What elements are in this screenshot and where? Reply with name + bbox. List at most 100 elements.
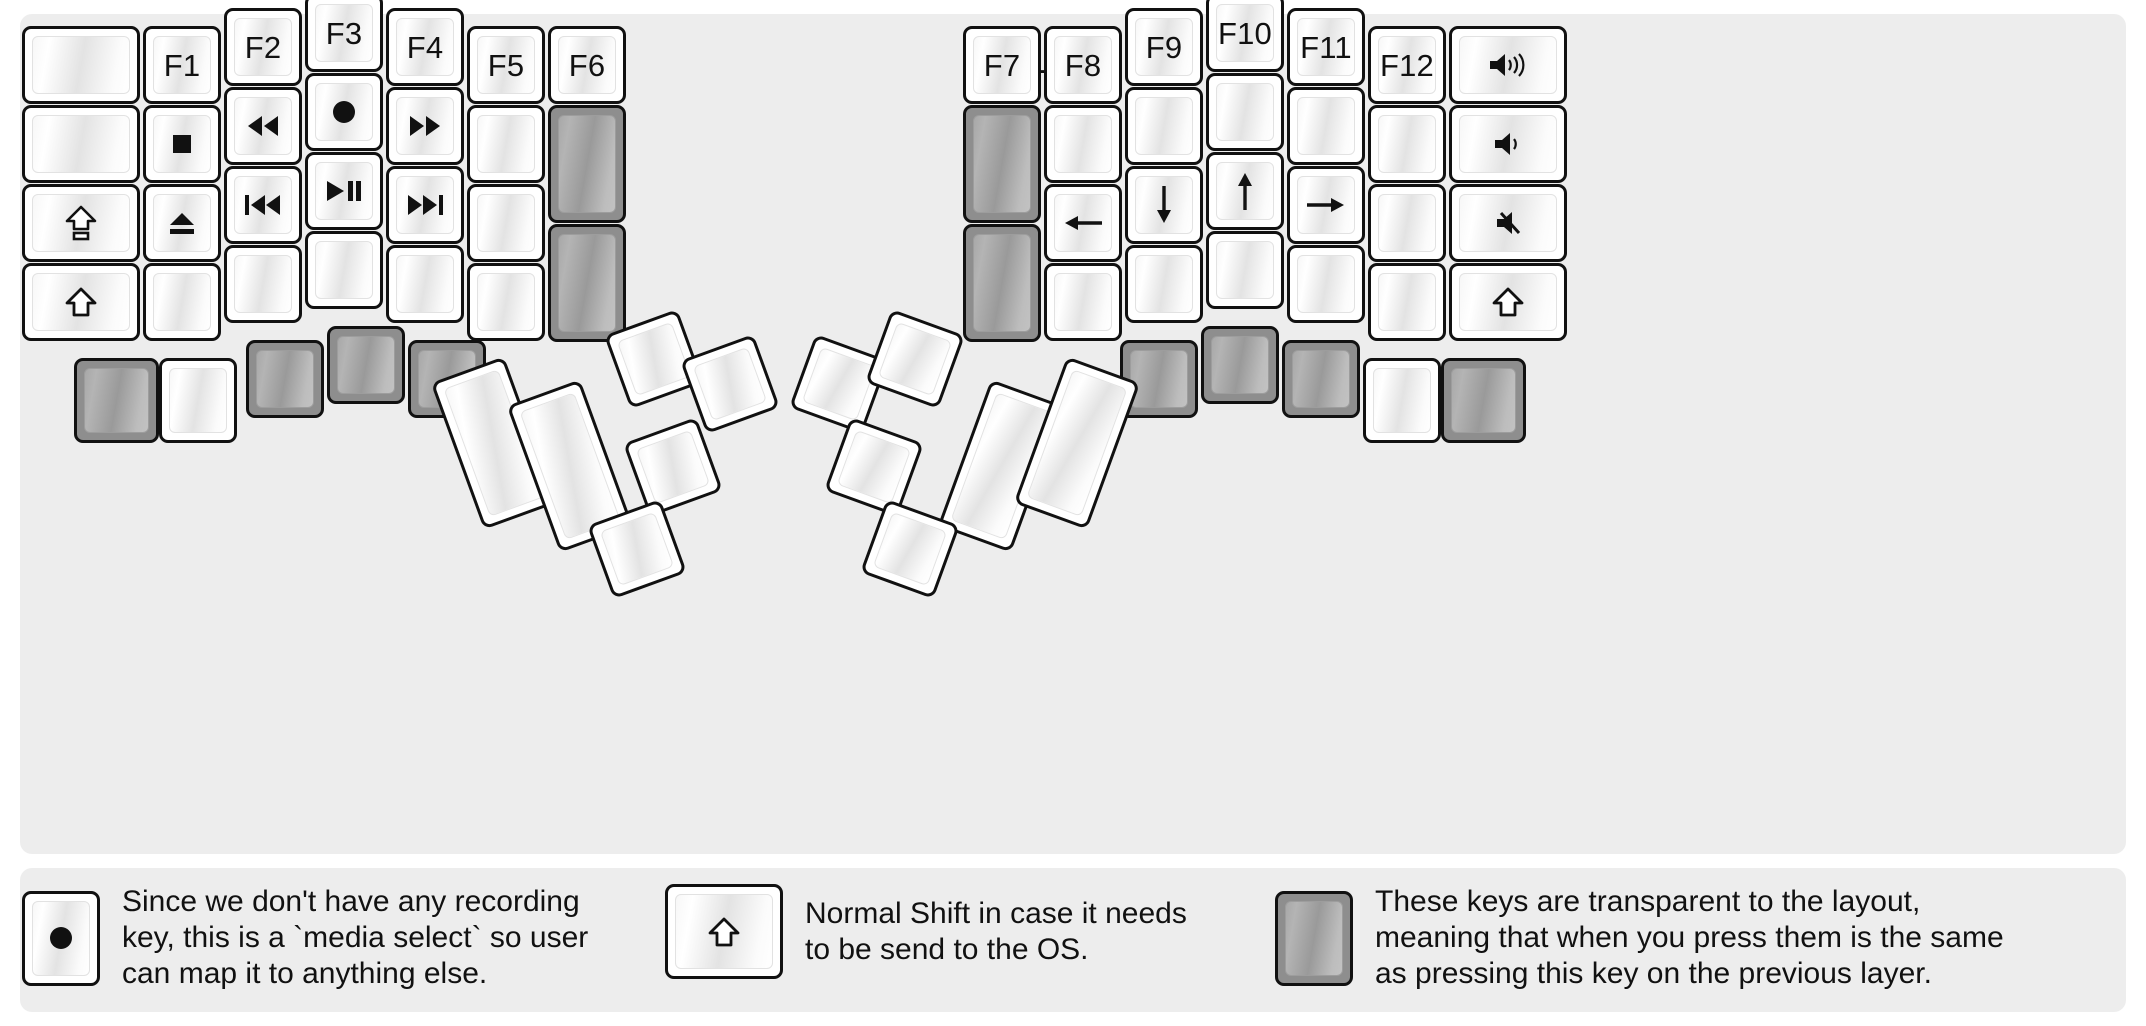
- col-ring-r-key-3[interactable]: [1206, 152, 1284, 230]
- keycap-face: [477, 194, 535, 252]
- col-ring-r-key-4[interactable]: [1206, 231, 1284, 309]
- col-index-inner-key-4[interactable]: [467, 263, 545, 341]
- keycap-face: [1373, 368, 1431, 433]
- keycap-face: [1211, 336, 1269, 394]
- col-pinky-key-4[interactable]: [143, 263, 221, 341]
- col-pinky-r-2-key-4[interactable]: [1368, 263, 1446, 341]
- col-index-inner-r-key-2[interactable]: [963, 105, 1041, 223]
- col-middle-r-key-4[interactable]: [1125, 245, 1203, 323]
- keycap-face: [1135, 97, 1193, 155]
- keycap-face: [169, 368, 227, 433]
- col-index-key-2[interactable]: [386, 87, 464, 165]
- keycap-face: [234, 176, 292, 234]
- col-inner-key-3[interactable]: [548, 224, 626, 342]
- keycap-face: [256, 350, 314, 408]
- keycap-face: [32, 36, 130, 94]
- keycap-face: [396, 176, 454, 234]
- keycap-face: [1297, 176, 1355, 234]
- col-pinky-outer-key-2[interactable]: [22, 105, 140, 183]
- col-pinky-outer-key-3[interactable]: [22, 184, 140, 262]
- col-ring-key-3[interactable]: [224, 166, 302, 244]
- col-middle-key-2[interactable]: [305, 73, 383, 151]
- keycap-face: [32, 115, 130, 173]
- left-bottom-1[interactable]: [74, 358, 159, 443]
- col-index-r-key-3[interactable]: [1044, 184, 1122, 262]
- col-pinky-outer-r-key-3[interactable]: [1449, 184, 1567, 262]
- legend-transparent-key[interactable]: [1275, 890, 1353, 986]
- col-index-key-4[interactable]: [386, 245, 464, 323]
- col-pinky-key-1[interactable]: F1: [143, 26, 221, 104]
- col-pinky-outer-r-key-4[interactable]: [1449, 263, 1567, 341]
- col-index-r-key-1[interactable]: F8: [1044, 26, 1122, 104]
- keycap-face: F11: [1297, 18, 1355, 76]
- key-label: F4: [406, 29, 444, 65]
- right-bottom-1[interactable]: [1120, 340, 1198, 418]
- col-inner-key-1[interactable]: F6: [548, 26, 626, 104]
- col-index-inner-key-1[interactable]: F5: [467, 26, 545, 104]
- keycap-face: [872, 511, 948, 587]
- media-fast-forward-icon: [405, 113, 445, 139]
- col-pinky-key-3[interactable]: [143, 184, 221, 262]
- keycap-face: [1135, 176, 1193, 234]
- col-ring-r-key-2[interactable]: [1206, 73, 1284, 151]
- col-middle-r-key-2[interactable]: [1125, 87, 1203, 165]
- keycap-face: [877, 321, 953, 397]
- keycap-face: [32, 273, 130, 331]
- left-bottom-2[interactable]: [159, 358, 237, 443]
- col-index-inner-r-key-1[interactable]: F7: [963, 26, 1041, 104]
- col-pinky-key-2[interactable]: [143, 105, 221, 183]
- left-bottom-3[interactable]: [246, 340, 324, 418]
- col-index-key-1[interactable]: F4: [386, 8, 464, 86]
- key-label: F9: [1145, 29, 1183, 65]
- keycap-face: [396, 97, 454, 155]
- col-pinky-r-key-1[interactable]: F11: [1287, 8, 1365, 86]
- col-index-inner-key-3[interactable]: [467, 184, 545, 262]
- col-ring-key-2[interactable]: [224, 87, 302, 165]
- keycap-face: [32, 194, 130, 252]
- col-pinky-r-key-2[interactable]: [1287, 87, 1365, 165]
- col-ring-key-4[interactable]: [224, 245, 302, 323]
- keycap-face: F10: [1216, 4, 1274, 62]
- right-bottom-4[interactable]: [1363, 358, 1441, 443]
- keycap-face: [477, 273, 535, 331]
- col-middle-key-3[interactable]: [305, 152, 383, 230]
- col-pinky-outer-r-key-1[interactable]: [1449, 26, 1567, 104]
- col-inner-key-2[interactable]: [548, 105, 626, 223]
- keycap-face: [1054, 194, 1112, 252]
- legend-normal-shift-key[interactable]: [665, 884, 783, 979]
- shift-arrow-icon: [1492, 286, 1524, 318]
- keycap-face: [1378, 194, 1436, 252]
- col-index-inner-r-key-3[interactable]: [963, 224, 1041, 342]
- keycap-face: [396, 255, 454, 313]
- legend-media-record-key[interactable]: [22, 890, 100, 986]
- col-index-r-key-2[interactable]: [1044, 105, 1122, 183]
- media-rewind-icon: [243, 113, 283, 139]
- right-bottom-5[interactable]: [1441, 358, 1526, 443]
- left-bottom-4[interactable]: [327, 326, 405, 404]
- col-ring-key-1[interactable]: F2: [224, 8, 302, 86]
- col-middle-key-1[interactable]: F3: [305, 0, 383, 72]
- keycap-face: [1451, 368, 1516, 433]
- right-bottom-3[interactable]: [1282, 340, 1360, 418]
- col-ring-r-key-1[interactable]: F10: [1206, 0, 1284, 72]
- col-pinky-r-2-key-3[interactable]: [1368, 184, 1446, 262]
- col-pinky-outer-key-1[interactable]: [22, 26, 140, 104]
- col-pinky-r-2-key-1[interactable]: F12: [1368, 26, 1446, 104]
- keycap-face: [315, 241, 373, 299]
- col-pinky-outer-key-4[interactable]: [22, 263, 140, 341]
- media-eject-icon: [165, 208, 199, 238]
- col-pinky-r-key-4[interactable]: [1287, 245, 1365, 323]
- col-index-key-3[interactable]: [386, 166, 464, 244]
- col-index-inner-key-2[interactable]: [467, 105, 545, 183]
- key-label: F1: [163, 47, 201, 83]
- right-bottom-2[interactable]: [1201, 326, 1279, 404]
- col-pinky-r-key-3[interactable]: [1287, 166, 1365, 244]
- col-middle-r-key-3[interactable]: [1125, 166, 1203, 244]
- col-index-r-key-4[interactable]: [1044, 263, 1122, 341]
- col-middle-r-key-1[interactable]: F9: [1125, 8, 1203, 86]
- col-pinky-r-2-key-2[interactable]: [1368, 105, 1446, 183]
- col-middle-key-4[interactable]: [305, 231, 383, 309]
- col-pinky-outer-r-key-2[interactable]: [1449, 105, 1567, 183]
- keycap-face: F12: [1378, 36, 1436, 94]
- legend-media-record: Since we don't have any recording key, t…: [22, 884, 588, 992]
